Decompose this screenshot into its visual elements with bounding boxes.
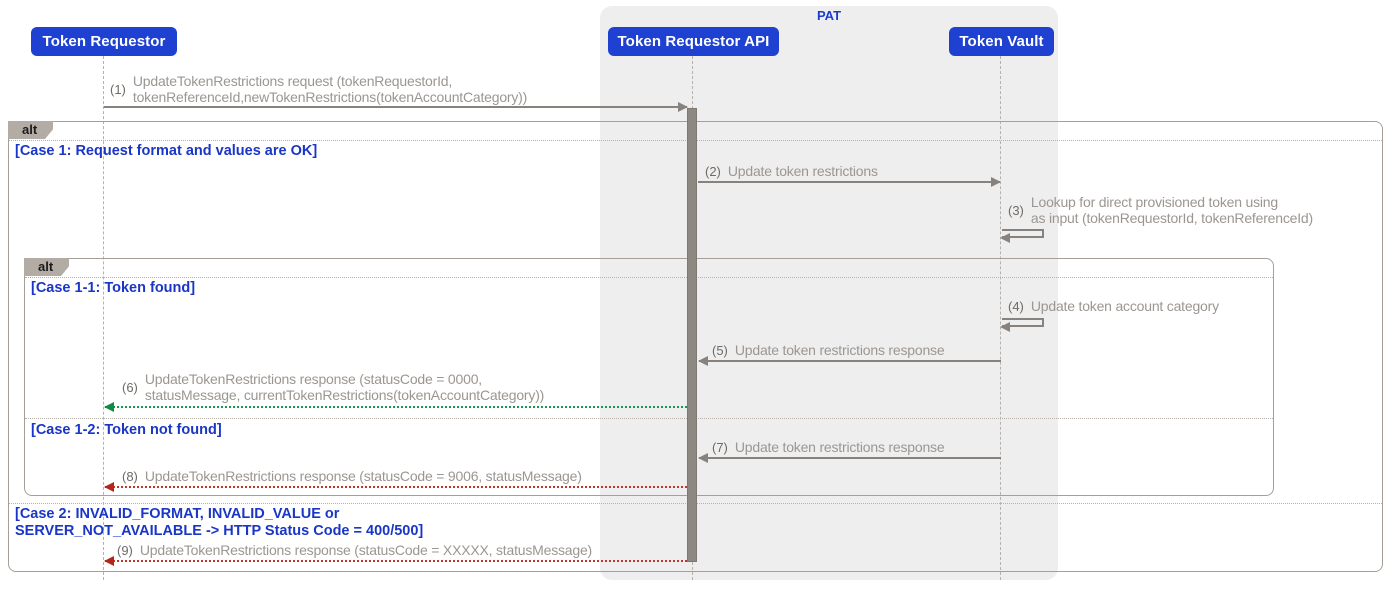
- message-text: Update token restrictions response: [734, 342, 945, 358]
- message-text: Lookup for direct provisioned token usin…: [1030, 194, 1278, 210]
- lifeline-token-requestor: [103, 56, 104, 580]
- group-label: PAT: [816, 8, 842, 23]
- case-1-label: [Case 1: Request format and values are O…: [15, 143, 318, 159]
- activation-bar-token-requestor-api: [687, 108, 697, 562]
- arrowhead-left-icon: [698, 453, 708, 463]
- arrow-line: [698, 181, 1000, 183]
- arrowhead-left-icon: [104, 402, 114, 412]
- message-text: as input (tokenRequestorId, tokenReferen…: [1030, 209, 1313, 226]
- arrow-line: [105, 560, 687, 562]
- message-4-self-arrow: [1000, 318, 1044, 332]
- alt-frame-outer-operator: alt: [8, 121, 54, 139]
- participant-label: Token Vault: [959, 33, 1044, 50]
- message-text: UpdateTokenRestrictions request (tokenRe…: [132, 73, 453, 89]
- case-1-1-label: [Case 1-1: Token found]: [31, 280, 196, 296]
- arrow-line: [105, 486, 687, 488]
- arrowhead-right-icon: [991, 177, 1001, 187]
- message-number: (2): [705, 164, 721, 180]
- message-number: (1): [110, 82, 126, 97]
- message-4-label: (4) Update token account category: [1008, 298, 1219, 315]
- case-2-label-line2: SERVER_NOT_AVAILABLE -> HTTP Status Code…: [15, 523, 424, 539]
- lifeline-token-vault: [1000, 56, 1001, 580]
- message-8-label: (8) UpdateTokenRestrictions response (st…: [122, 468, 582, 485]
- message-number: (9): [117, 543, 133, 559]
- group-box-pat: PAT: [600, 6, 1058, 580]
- arrowhead-left-icon: [1000, 322, 1010, 332]
- message-text: UpdateTokenRestrictions response (status…: [144, 468, 582, 484]
- message-number: (5): [712, 343, 728, 359]
- message-6-label: (6) UpdateTokenRestrictions response (st…: [122, 371, 545, 403]
- message-number: (6): [122, 380, 138, 395]
- message-text: Update token restrictions: [727, 163, 878, 179]
- participant-token-vault: Token Vault: [949, 27, 1054, 56]
- frame-divider-line: [25, 277, 1273, 278]
- case-2-label-line1: [Case 2: INVALID_FORMAT, INVALID_VALUE o…: [15, 506, 340, 522]
- message-text: statusMessage, currentTokenRestrictions(…: [144, 386, 545, 403]
- arrowhead-left-icon: [104, 556, 114, 566]
- participant-label: Token Requestor API: [617, 33, 770, 50]
- message-text: UpdateTokenRestrictions response (status…: [144, 371, 482, 387]
- message-number: (3): [1008, 203, 1024, 218]
- message-1-label: (1) UpdateTokenRestrictions request (tok…: [110, 73, 528, 105]
- message-text: tokenReferenceId,newTokenRestrictions(to…: [132, 88, 528, 105]
- participant-token-requestor-api: Token Requestor API: [608, 27, 779, 56]
- message-5-label: (5) Update token restrictions response: [712, 342, 945, 359]
- arrowhead-left-icon: [104, 482, 114, 492]
- message-text: Update token account category: [1030, 298, 1219, 314]
- message-text: UpdateTokenRestrictions response (status…: [139, 542, 593, 558]
- arrowhead-left-icon: [1000, 233, 1010, 243]
- arrow-line: [104, 106, 687, 108]
- message-number: (8): [122, 469, 138, 485]
- arrow-line: [699, 360, 1001, 362]
- arrowhead-left-icon: [698, 356, 708, 366]
- case-1-2-divider: [25, 418, 1273, 419]
- participant-token-requestor: Token Requestor: [31, 27, 177, 56]
- arrow-line: [699, 457, 1001, 459]
- case-1-2-label: [Case 1-2: Token not found]: [31, 422, 222, 438]
- alt-frame-inner: alt [Case 1-1: Token found] [Case 1-2: T…: [24, 258, 1274, 496]
- message-2-label: (2) Update token restrictions: [705, 163, 878, 180]
- message-number: (4): [1008, 299, 1024, 315]
- arrow-line: [105, 406, 687, 408]
- participant-label: Token Requestor: [42, 33, 166, 50]
- message-number: (7): [712, 440, 728, 456]
- arrowhead-right-icon: [678, 102, 688, 112]
- message-3-label: (3) Lookup for direct provisioned token …: [1008, 194, 1313, 226]
- alt-frame-inner-operator: alt: [24, 258, 70, 276]
- message-9-label: (9) UpdateTokenRestrictions response (st…: [117, 542, 593, 559]
- message-3-self-arrow: [1000, 229, 1044, 243]
- message-text: Update token restrictions response: [734, 439, 945, 455]
- message-7-label: (7) Update token restrictions response: [712, 439, 945, 456]
